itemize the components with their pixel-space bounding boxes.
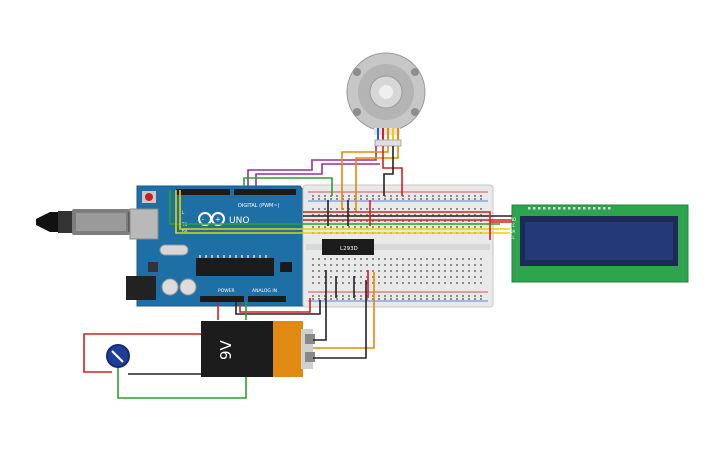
potentiometer[interactable] [106, 344, 130, 368]
digital-header-high [234, 189, 296, 195]
battery-label: 9V [217, 339, 235, 360]
wires [83, 146, 512, 399]
power-label: POWER [218, 288, 235, 294]
atmega-chip [196, 258, 274, 276]
power-header [200, 296, 244, 302]
usb-cable [36, 209, 138, 235]
stepper-motor [346, 52, 426, 147]
rx-label: RX [182, 228, 188, 233]
lcd-pin-scl: SCL [507, 235, 515, 240]
analog-header [248, 296, 286, 302]
svg-text:-: - [202, 216, 205, 224]
lcd-16x2-module: GND VCC SDA SCL [507, 204, 689, 283]
analog-label: ANALOG IN [252, 288, 277, 294]
l293d-driver-ic: L293D [322, 239, 374, 255]
usb-jack [129, 208, 159, 240]
9v-battery: 9V [201, 321, 315, 377]
digital-label: DIGITAL (PWM~) [238, 203, 280, 209]
arduino-logo-icon: - + [198, 212, 225, 226]
lcd-pin-sda: SDA [507, 229, 516, 234]
driver-ic-label: L293D [340, 246, 358, 252]
power-jack [126, 276, 156, 300]
lcd-screen [525, 222, 673, 260]
digital-header-low [176, 189, 230, 195]
board-logo-text: UNO [229, 216, 249, 226]
arduino-uno-board: DIGITAL (PWM~) - + UNO L TX RX POWER ANA… [126, 185, 304, 307]
l-label: L [182, 210, 185, 215]
svg-text:+: + [215, 216, 221, 224]
lcd-pin-vcc: VCC [507, 223, 516, 228]
